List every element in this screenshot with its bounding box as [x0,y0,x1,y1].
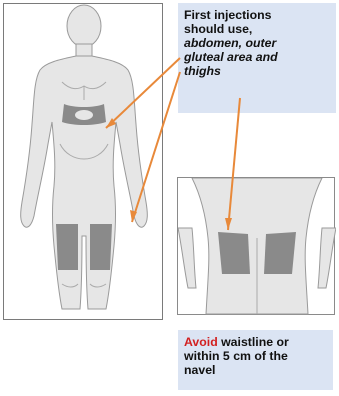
arrow-to-abdomen [106,58,180,128]
arrowhead-gluteal [225,218,232,230]
arrow-to-thigh [132,72,180,222]
arrow-to-gluteal [228,98,240,230]
